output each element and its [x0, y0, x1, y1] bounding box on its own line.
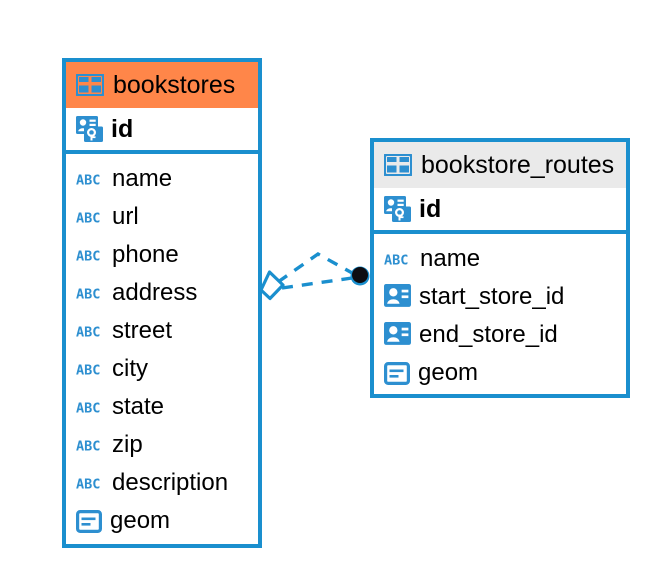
relationship-line-curved [277, 251, 355, 284]
field-label: street [112, 317, 173, 344]
svg-text:ABC: ABC [76, 400, 100, 416]
field-row[interactable]: ABC name [374, 240, 626, 278]
geometry-icon [76, 509, 102, 533]
svg-text:ABC: ABC [76, 438, 100, 454]
diamond-marker-icon [259, 270, 285, 301]
svg-text:ABC: ABC [76, 476, 100, 492]
text-abc-icon: ABC [76, 437, 104, 454]
field-label: address [112, 279, 198, 306]
field-row[interactable]: ABC city [66, 350, 258, 388]
primary-key-label: id [111, 114, 134, 143]
field-label: geom [110, 507, 171, 534]
foreign-key-icon [384, 284, 411, 310]
primary-key-icon [384, 196, 411, 222]
field-row[interactable]: geom [66, 502, 258, 540]
field-row[interactable]: ABC name [66, 160, 258, 198]
svg-text:ABC: ABC [76, 210, 100, 226]
field-row[interactable]: ABC phone [66, 236, 258, 274]
primary-key-row[interactable]: id [66, 108, 258, 154]
text-abc-icon: ABC [76, 323, 104, 340]
field-label: description [112, 469, 229, 496]
text-abc-icon: ABC [76, 209, 104, 226]
field-label: url [112, 203, 139, 230]
field-label: geom [418, 359, 479, 386]
field-row[interactable]: ABC state [66, 388, 258, 426]
primary-key-icon [76, 116, 103, 142]
field-row[interactable]: ABC street [66, 312, 258, 350]
table-icon [383, 153, 413, 177]
filled-circle-marker-icon [350, 266, 370, 286]
table-icon [75, 73, 105, 97]
field-label: phone [112, 241, 179, 268]
field-row[interactable]: ABC zip [66, 426, 258, 464]
field-row[interactable]: geom [374, 354, 626, 392]
field-label: name [112, 165, 173, 192]
field-label: start_store_id [419, 283, 565, 310]
text-abc-icon: ABC [76, 285, 104, 302]
field-label: end_store_id [419, 321, 558, 348]
svg-text:ABC: ABC [76, 362, 100, 378]
text-abc-icon: ABC [76, 171, 104, 188]
svg-text:ABC: ABC [384, 252, 408, 268]
svg-text:ABC: ABC [76, 172, 100, 188]
field-label: zip [112, 431, 143, 458]
svg-text:ABC: ABC [76, 324, 100, 340]
field-row[interactable]: ABC address [66, 274, 258, 312]
relationship-line-straight [281, 276, 353, 290]
text-abc-icon: ABC [76, 399, 104, 416]
field-row[interactable]: start_store_id [374, 278, 626, 316]
entity-title: bookstores [113, 70, 236, 99]
field-label: state [112, 393, 165, 420]
entity-title: bookstore_routes [421, 150, 615, 179]
text-abc-icon: ABC [76, 247, 104, 264]
entity-header[interactable]: bookstore_routes [374, 142, 626, 188]
field-row[interactable]: ABC description [66, 464, 258, 502]
svg-text:ABC: ABC [76, 286, 100, 302]
foreign-key-icon [384, 322, 411, 348]
field-row[interactable]: end_store_id [374, 316, 626, 354]
text-abc-icon: ABC [76, 475, 104, 492]
primary-key-label: id [419, 194, 442, 223]
primary-key-row[interactable]: id [374, 188, 626, 234]
text-abc-icon: ABC [384, 251, 412, 268]
field-label: city [112, 355, 148, 382]
text-abc-icon: ABC [76, 361, 104, 378]
entity-header[interactable]: bookstores [66, 62, 258, 108]
geometry-icon [384, 361, 410, 385]
field-row[interactable]: ABC url [66, 198, 258, 236]
field-label: name [420, 245, 481, 272]
svg-text:ABC: ABC [76, 248, 100, 264]
